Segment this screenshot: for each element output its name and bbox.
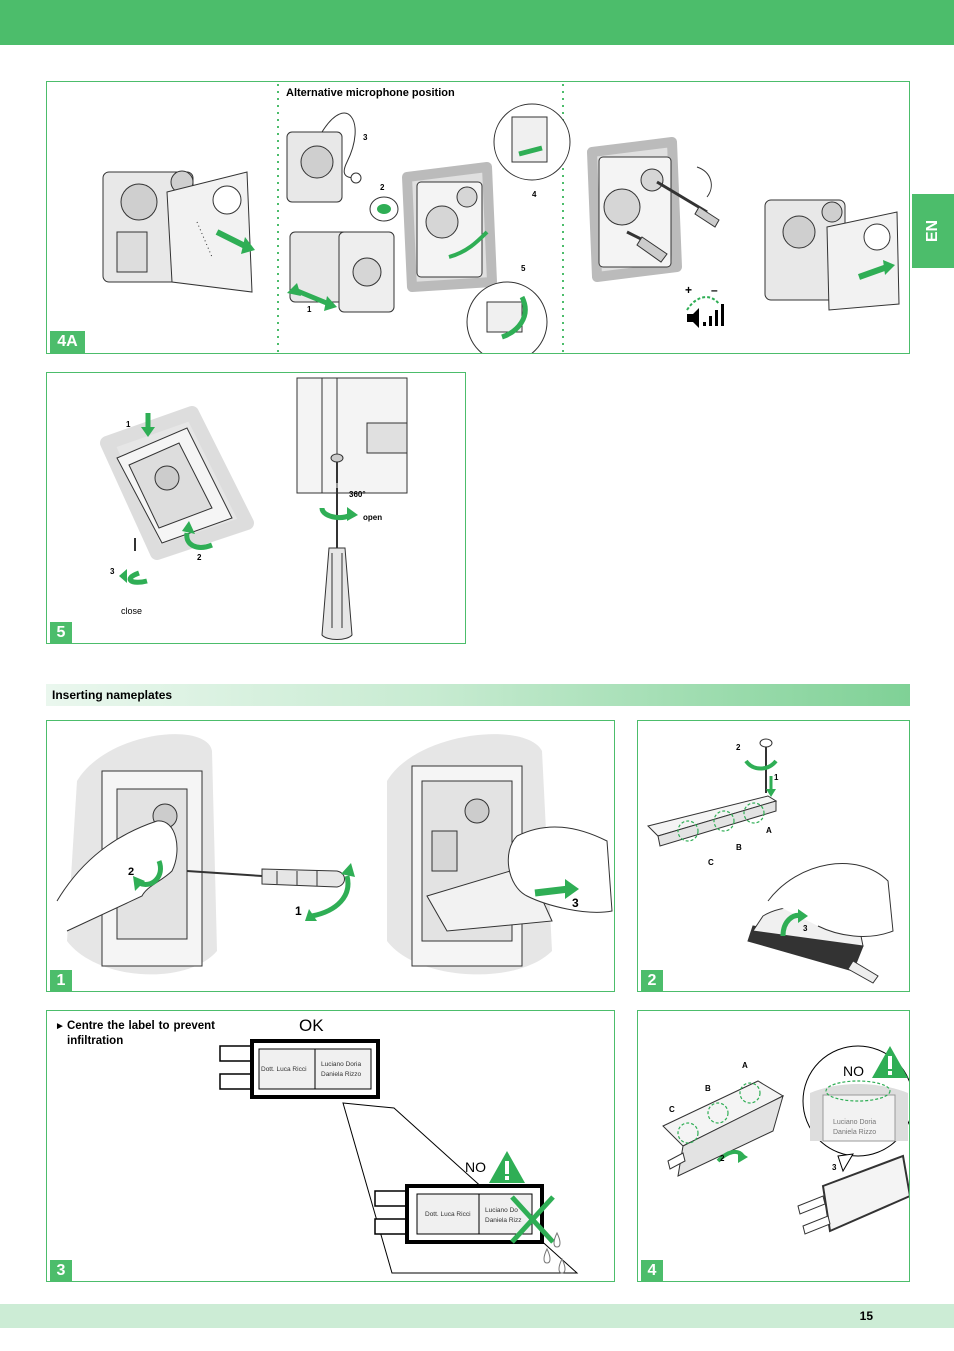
bullet-arrow-icon: ►	[55, 1021, 65, 1032]
step-label: 1	[774, 773, 779, 782]
open-label: open	[363, 513, 383, 522]
panel-5-illustration	[100, 377, 408, 640]
step-label: 3	[363, 133, 368, 142]
panel-1: 2 1 3 1	[46, 720, 615, 992]
step-label: 2	[128, 866, 135, 878]
panel-4a-label: 4A	[50, 331, 85, 353]
language-tab: EN	[912, 194, 954, 268]
panel-2-illustration	[647, 738, 894, 984]
letter-label: B	[705, 1084, 711, 1093]
panel-1-illustration	[56, 734, 613, 975]
language-tab-label: EN	[923, 219, 941, 243]
cross-icon	[510, 1195, 555, 1244]
close-label: close	[121, 606, 143, 616]
nameplate-right-line-2: Daniela Rizzo	[321, 1071, 362, 1078]
volume-icon-group: + –	[685, 283, 724, 328]
step-label: 5	[521, 264, 526, 273]
step-label: 3	[110, 567, 115, 576]
nameplate-right-line-1: Luciano Doria	[321, 1061, 362, 1068]
letter-label: C	[708, 858, 714, 867]
no-label: NO	[843, 1063, 864, 1079]
letter-label: A	[742, 1061, 748, 1070]
header-bar	[0, 0, 954, 45]
nameplate-line-2: Daniela Rizzo	[833, 1129, 877, 1136]
nameplate-right-line-1-bad: Luciano Do	[485, 1207, 518, 1214]
water-drops-icon	[543, 1231, 566, 1274]
nameplate-left-text-bad: Dott. Luca Ricci	[425, 1211, 471, 1218]
step-label: 3	[572, 896, 579, 910]
letter-label: B	[736, 843, 742, 852]
ok-label: OK	[299, 1016, 324, 1035]
step-label: 2	[720, 1154, 725, 1163]
panel-4-illustration	[662, 1045, 909, 1235]
section-header: Inserting nameplates	[46, 684, 910, 706]
panel-4a-caption: Alternative microphone position	[286, 87, 455, 99]
entrance-unit-illustration	[102, 170, 253, 293]
step-label: 2	[380, 183, 385, 192]
nameplate-line-1: Luciano Doria	[833, 1119, 877, 1126]
page-number: 15	[859, 1309, 873, 1323]
panel-4a: + – Alternative microphone position 3 2 …	[46, 81, 910, 354]
step-label: 1	[307, 305, 312, 314]
panel-5-label: 5	[50, 622, 72, 643]
no-label: NO	[465, 1159, 486, 1175]
warning-icon	[872, 1046, 908, 1078]
instruction-text: Centre the label to prevent infiltration	[67, 1020, 215, 1047]
speaker-volume-icon	[687, 304, 724, 328]
step-label: 1	[295, 904, 302, 918]
panel-4: A B C 2 3 NO Luciano Doria Daniela Rizzo…	[637, 1010, 910, 1282]
letter-label: A	[766, 826, 772, 835]
panel-4-label: 4	[641, 1260, 663, 1281]
panel-2-label: 2	[641, 970, 663, 991]
panel-2: 2 1 A B C 3 2	[637, 720, 910, 992]
plus-icon: +	[685, 283, 692, 297]
letter-label: C	[669, 1105, 675, 1114]
nameplate-left-text: Dott. Luca Ricci	[261, 1066, 307, 1073]
remove-arrow-icon	[215, 229, 249, 250]
panel-1-label: 1	[50, 970, 72, 991]
instruction-note: ► Centre the label to prevent infiltrati…	[55, 1019, 215, 1049]
panel-3: ► Centre the label to prevent infiltrati…	[46, 1010, 615, 1282]
footer-bar: 15	[0, 1304, 954, 1328]
step-label: 1	[126, 420, 131, 429]
step-label: 4	[532, 190, 537, 199]
step-label: 3	[832, 1163, 837, 1172]
panel-3-label: 3	[50, 1260, 72, 1281]
section-title: Inserting nameplates	[52, 688, 173, 702]
angle-label: 360°	[349, 490, 366, 499]
step-label: 2	[197, 553, 202, 562]
panel-5: 1 2 3 close 360° open 5	[46, 372, 466, 644]
warning-icon	[489, 1151, 525, 1183]
step-label: 3	[803, 924, 808, 933]
minus-icon: –	[711, 283, 718, 297]
panel-4a-illustration: + –	[102, 84, 900, 353]
nameplate-right-line-2-bad: Daniela Rizz	[485, 1217, 522, 1224]
panel-3-illustration	[219, 1039, 579, 1274]
step-label: 2	[736, 743, 741, 752]
